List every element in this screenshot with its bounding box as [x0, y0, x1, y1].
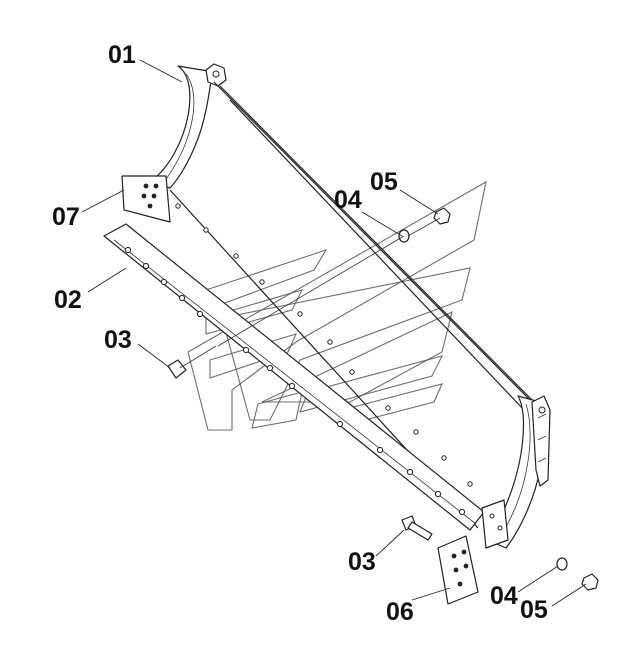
blade-right-bracket [531, 395, 551, 487]
washer-lower [556, 557, 568, 571]
blade-assembly [149, 63, 551, 549]
leader-lines [81, 59, 587, 607]
callout-04-lower: 04 [490, 582, 518, 610]
nut-upper [407, 207, 451, 237]
bolt-right [401, 515, 433, 541]
leader-05-upper [399, 189, 439, 215]
callout-06: 06 [386, 598, 414, 626]
callout-02: 02 [54, 286, 82, 314]
leader-03-left [137, 343, 171, 369]
callout-labels: 01 02 03 03 04 04 05 05 06 07 [52, 41, 548, 626]
washer-upper [217, 229, 410, 347]
callout-03-right: 03 [348, 548, 376, 576]
leader-04-upper [361, 211, 403, 237]
leader-06 [411, 587, 451, 601]
callout-07: 07 [52, 203, 80, 231]
callout-05-lower: 05 [520, 596, 548, 624]
leader-04-lower [517, 565, 559, 593]
left-end-bit [121, 175, 171, 223]
callout-03-left: 03 [104, 326, 132, 354]
callout-01: 01 [108, 41, 136, 69]
nut-lower [581, 573, 599, 591]
cutting-edge [103, 203, 485, 531]
leader-01 [139, 59, 183, 83]
callout-04-upper: 04 [334, 186, 362, 214]
leader-07 [81, 189, 125, 213]
callout-05-upper: 05 [370, 168, 398, 196]
leader-02 [87, 267, 127, 293]
leader-05-lower [551, 583, 587, 607]
bolt-left [167, 345, 217, 379]
right-end-bit [437, 499, 509, 605]
blade-left-end-plate [149, 65, 215, 189]
blade-top-edge [213, 81, 531, 401]
leader-03-right [375, 529, 405, 557]
